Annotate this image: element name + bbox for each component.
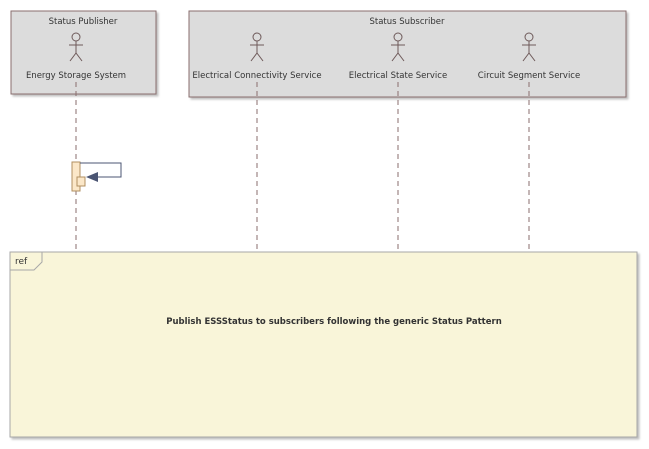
package-status-subscriber-title: Status Subscriber	[369, 17, 445, 27]
package-status-publisher-frame	[10, 10, 157, 95]
ref-frame-description: Publish ESSStatus to subscribers followi…	[166, 317, 502, 327]
interaction-ref-frame[interactable]: ref Publish ESSStatus to subscribers fol…	[9, 251, 638, 438]
package-status-subscriber-frame	[188, 10, 627, 98]
actor-stick-figure-icon	[69, 32, 83, 62]
self-message[interactable]	[71, 161, 122, 192]
self-message-line	[80, 162, 122, 178]
actor-stick-figure-icon	[391, 32, 405, 62]
actor-label: Electrical Connectivity Service	[192, 71, 321, 81]
ref-frame-body	[9, 251, 638, 438]
package-status-publisher[interactable]: Status Publisher	[10, 10, 157, 95]
actor-electrical-state-service[interactable]: Electrical State Service	[349, 32, 447, 81]
ref-frame-tag-outline	[10, 252, 43, 271]
package-status-subscriber[interactable]: Status Subscriber	[188, 10, 627, 98]
actor-circuit-segment-service[interactable]: Circuit Segment Service	[478, 32, 580, 81]
actor-energy-storage-system[interactable]: Energy Storage System	[26, 32, 126, 81]
ref-frame-tag: ref	[15, 257, 28, 267]
actor-electrical-connectivity-service[interactable]: Electrical Connectivity Service	[192, 32, 322, 81]
package-status-publisher-title: Status Publisher	[49, 17, 118, 27]
actor-label: Energy Storage System	[26, 71, 126, 81]
actor-label: Circuit Segment Service	[478, 71, 580, 81]
actor-stick-figure-icon	[250, 32, 264, 62]
actor-label: Electrical State Service	[349, 71, 447, 81]
self-message-arrowhead-icon	[86, 172, 98, 182]
nested-activation-bar	[76, 176, 86, 187]
actor-stick-figure-icon	[522, 32, 536, 62]
lifelines	[75, 82, 530, 252]
